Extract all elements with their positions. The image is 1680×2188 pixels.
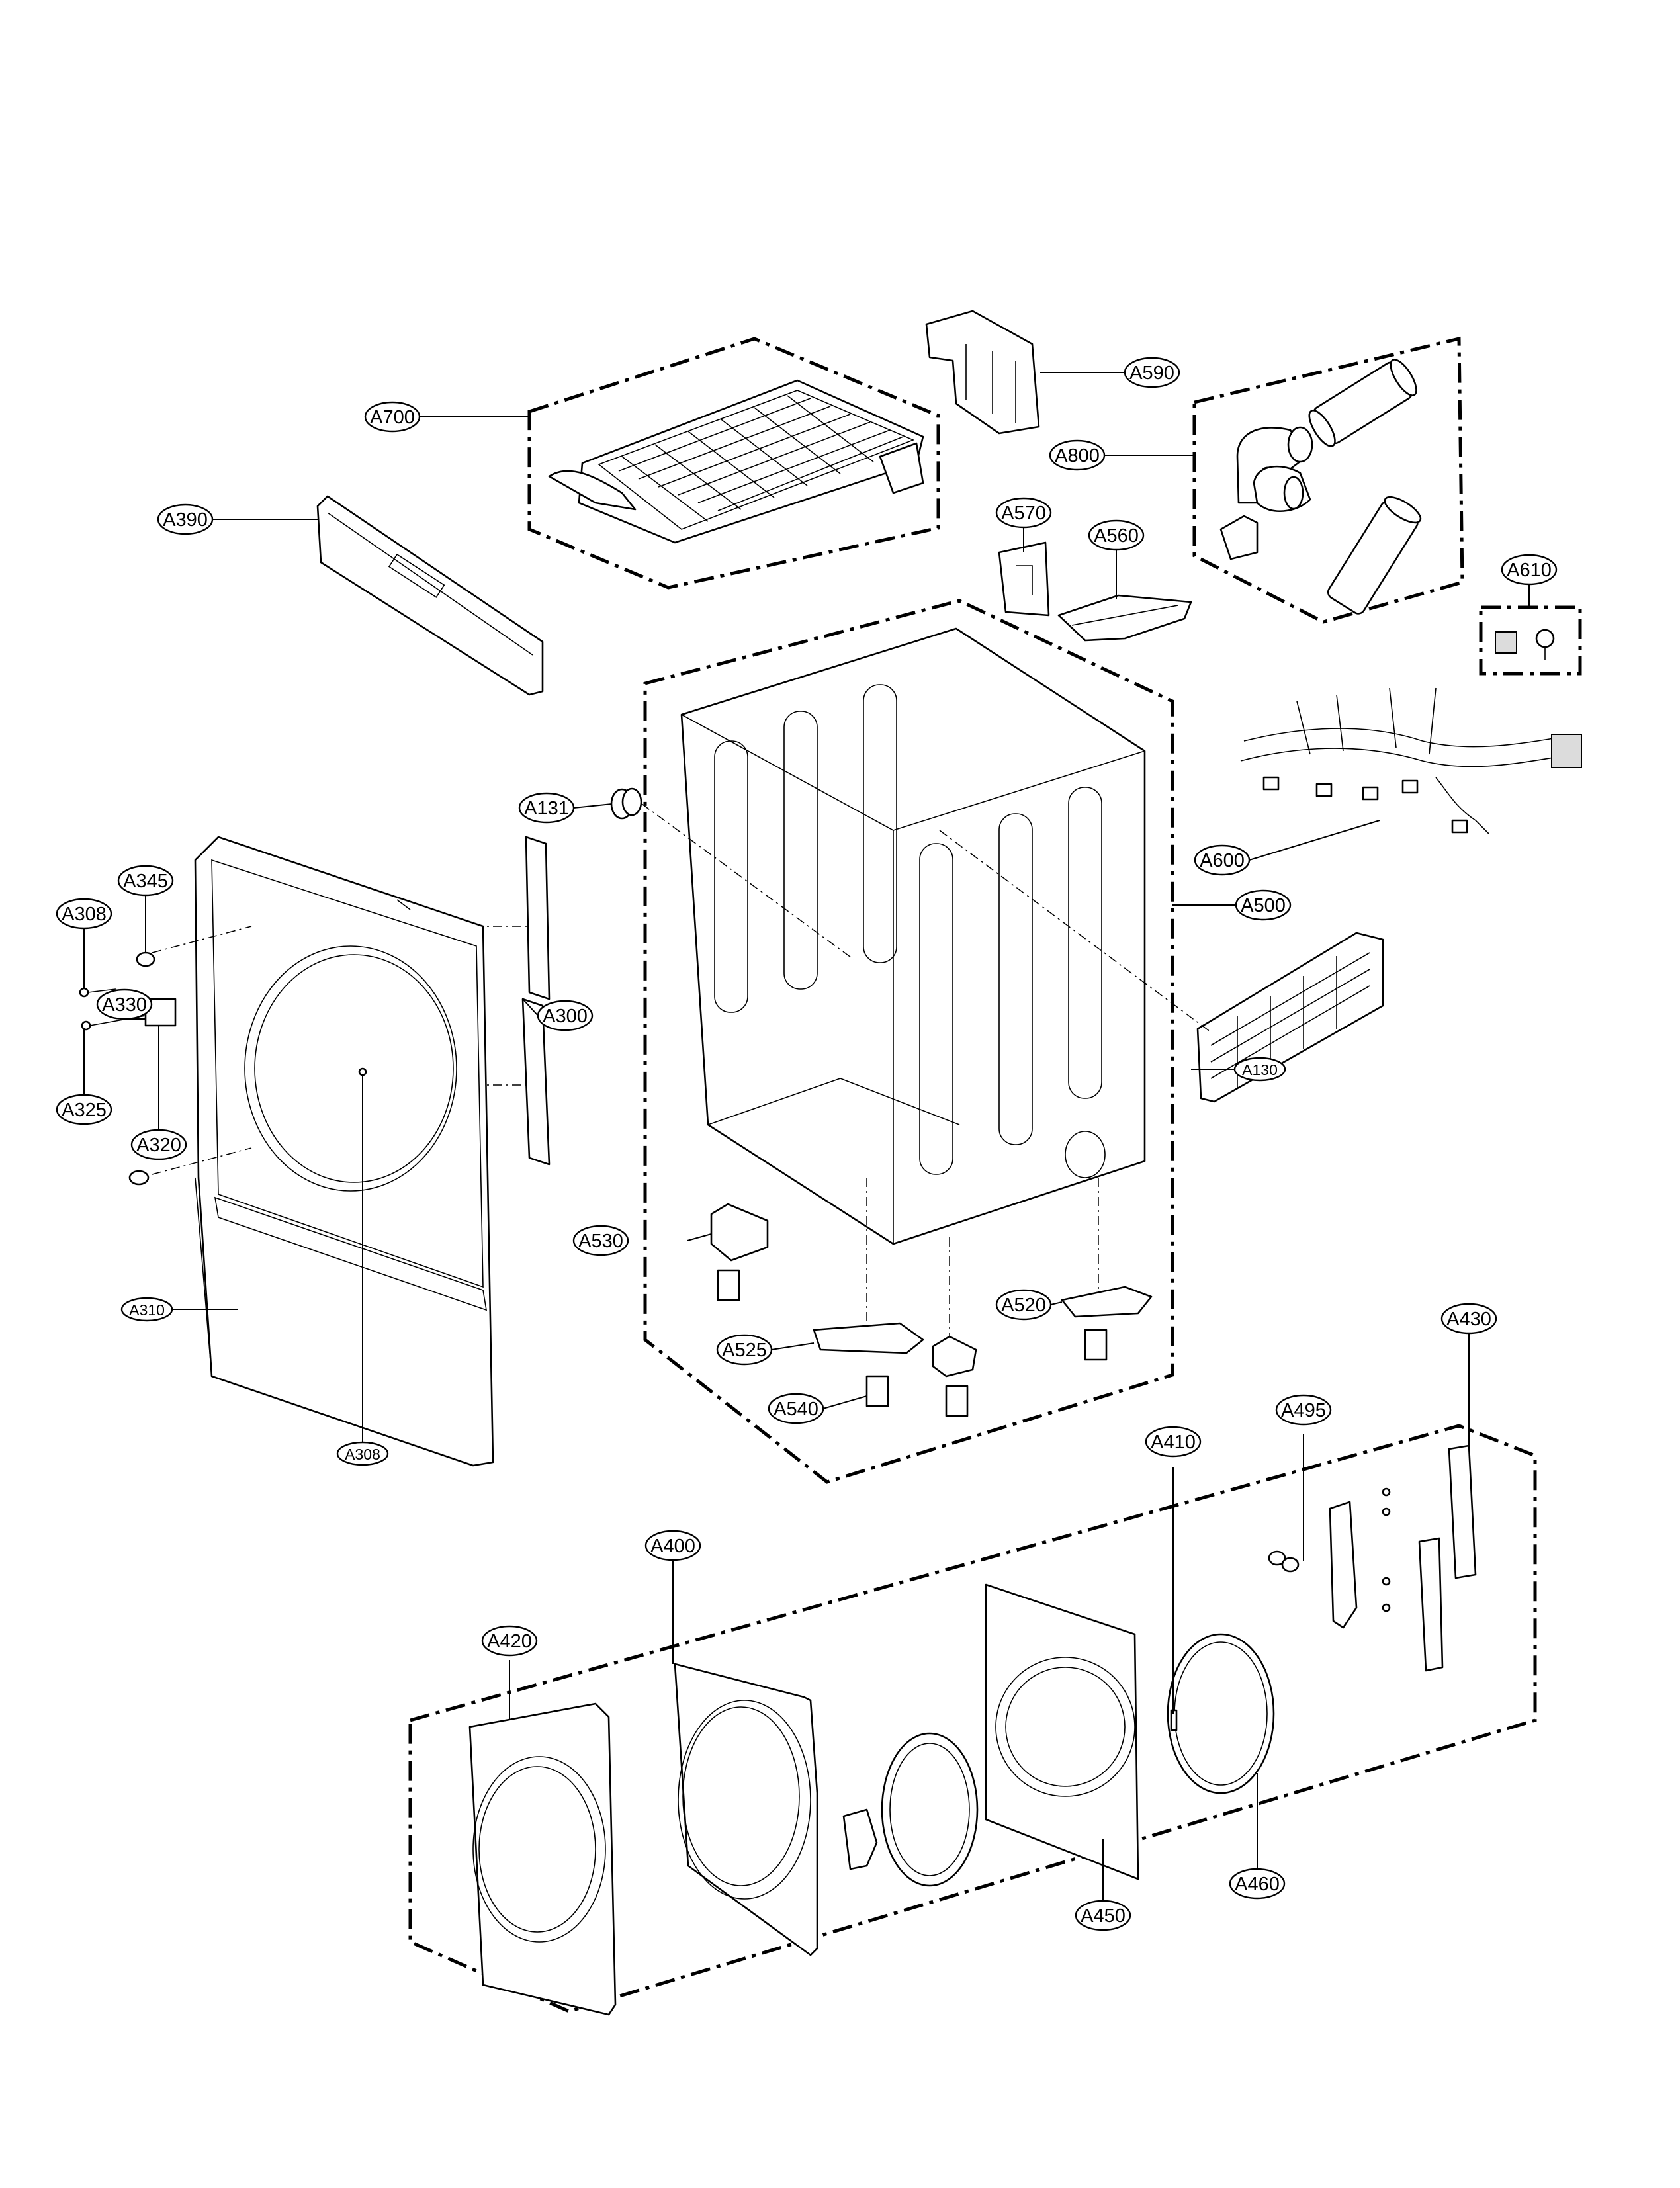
duct-group-outline xyxy=(1192,336,1464,624)
label-A310: A310 xyxy=(129,1301,165,1319)
label-A131: A131 xyxy=(524,798,569,819)
callout-A308-bottom: A308 xyxy=(336,1441,389,1466)
label-A520: A520 xyxy=(1001,1295,1046,1316)
top-cover-part xyxy=(548,379,924,544)
front-panel-part xyxy=(194,836,494,1467)
label-A460: A460 xyxy=(1235,1874,1280,1895)
label-A570: A570 xyxy=(1001,503,1046,524)
callout-A400: A400 xyxy=(644,1530,701,1561)
callout-A300: A300 xyxy=(537,1000,594,1031)
callout-A325: A325 xyxy=(56,1094,112,1125)
filter-grille-part xyxy=(939,830,1384,1103)
callout-A530: A530 xyxy=(572,1225,629,1256)
door-outer-panel-part xyxy=(468,1702,617,2016)
door-group-outline xyxy=(408,1424,1537,2013)
callout-A130: A130 xyxy=(1233,1057,1286,1082)
label-A700: A700 xyxy=(370,407,415,428)
label-A500: A500 xyxy=(1241,895,1286,916)
label-A130: A130 xyxy=(1242,1061,1278,1078)
door-gasket-part xyxy=(1167,1633,1275,1794)
label-A800: A800 xyxy=(1055,445,1100,466)
door-glass-ring-part xyxy=(881,1732,979,1887)
callout-A410: A410 xyxy=(1145,1426,1202,1458)
label-A450: A450 xyxy=(1081,1905,1126,1927)
label-A525: A525 xyxy=(722,1340,767,1361)
top-cover-group-outline xyxy=(527,337,940,590)
callout-A131: A131 xyxy=(518,792,575,824)
door-inner-panel-part xyxy=(674,1663,818,1956)
callout-A308-top: A308 xyxy=(56,898,112,930)
callout-A540: A540 xyxy=(768,1393,824,1424)
cabinet-group-outline xyxy=(643,599,1174,1484)
callout-A600: A600 xyxy=(1194,844,1251,876)
callout-A460: A460 xyxy=(1229,1868,1286,1900)
callout-A610: A610 xyxy=(1501,554,1558,586)
door-frame-plate-part xyxy=(985,1583,1139,1880)
label-A325: A325 xyxy=(62,1100,107,1121)
callout-A560: A560 xyxy=(1088,519,1145,551)
leader-lines xyxy=(83,372,1530,1901)
label-A308-bottom: A308 xyxy=(345,1446,380,1463)
callout-A420: A420 xyxy=(481,1625,538,1657)
door-hinge-part xyxy=(842,1808,878,1870)
label-A610: A610 xyxy=(1507,560,1552,581)
door-latch-parts xyxy=(1268,1487,1391,1629)
callout-A700: A700 xyxy=(364,401,421,433)
thermostat-plate-part xyxy=(998,541,1050,617)
label-A410: A410 xyxy=(1151,1432,1196,1453)
label-A420: A420 xyxy=(487,1631,532,1652)
label-A530: A530 xyxy=(578,1231,623,1252)
label-A540: A540 xyxy=(774,1399,818,1420)
callout-A520: A520 xyxy=(995,1289,1052,1321)
callout-A450: A450 xyxy=(1075,1900,1131,1931)
label-A495: A495 xyxy=(1281,1400,1326,1421)
sensor-part xyxy=(1057,594,1192,642)
label-A560: A560 xyxy=(1094,525,1139,547)
foot-pad-part xyxy=(1495,629,1555,660)
label-A390: A390 xyxy=(163,509,208,531)
callout-A525: A525 xyxy=(716,1334,773,1366)
exhaust-duct-parts xyxy=(1219,359,1422,615)
callout-A495: A495 xyxy=(1275,1394,1332,1426)
callout-A330: A330 xyxy=(96,988,153,1020)
leveling-foot-box-outline xyxy=(1479,605,1582,676)
callout-A500: A500 xyxy=(1235,889,1292,921)
label-A430: A430 xyxy=(1446,1309,1491,1330)
door-hinge-bracket-part xyxy=(1418,1444,1477,1672)
control-bracket-part xyxy=(316,495,544,696)
callout-A570: A570 xyxy=(995,497,1052,529)
callout-A800: A800 xyxy=(1049,439,1106,471)
label-A320: A320 xyxy=(136,1135,181,1156)
wire-harness-part xyxy=(1240,687,1582,834)
callout-A430: A430 xyxy=(1440,1303,1497,1335)
callout-A310: A310 xyxy=(120,1297,173,1322)
label-A308-top: A308 xyxy=(62,904,107,925)
callout-A390: A390 xyxy=(157,503,214,535)
label-A345: A345 xyxy=(123,871,168,892)
callout-A320: A320 xyxy=(130,1129,187,1160)
label-A300: A300 xyxy=(543,1006,588,1027)
label-A600: A600 xyxy=(1200,850,1245,871)
grommet-part xyxy=(610,787,854,960)
callout-A590: A590 xyxy=(1124,357,1180,388)
label-A330: A330 xyxy=(102,994,147,1016)
base-brackets-and-feet xyxy=(710,1178,1153,1417)
fasteners-left xyxy=(79,926,367,1186)
cabinet-part xyxy=(680,627,1146,1245)
callout-A345: A345 xyxy=(117,865,174,897)
duct-bracket-part xyxy=(925,310,1040,435)
label-A400: A400 xyxy=(650,1536,695,1557)
label-A590: A590 xyxy=(1129,363,1174,384)
